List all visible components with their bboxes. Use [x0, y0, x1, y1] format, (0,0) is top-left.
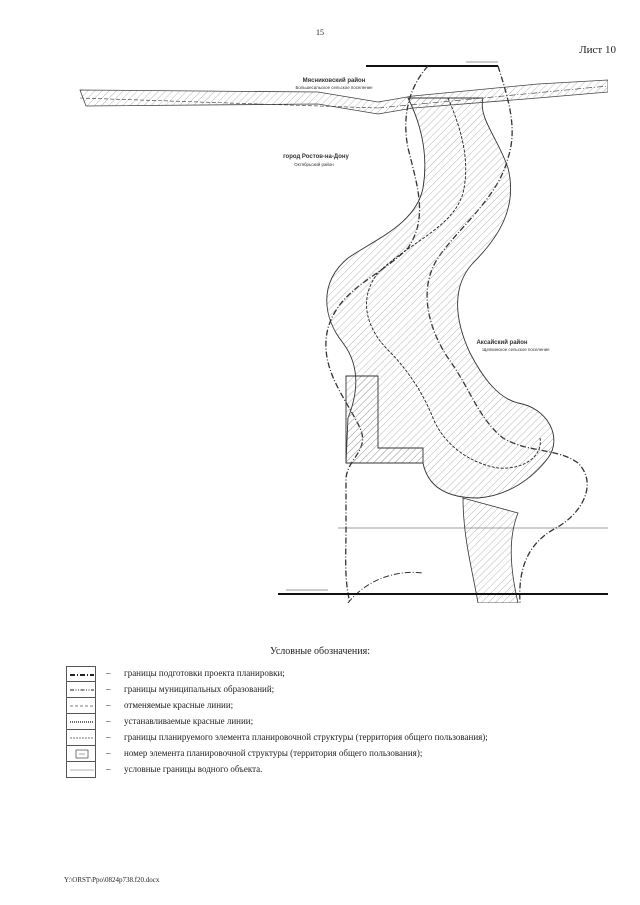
planning-area	[326, 97, 555, 499]
sheet-label: Лист 10	[579, 44, 616, 56]
road-dashed-line	[79, 97, 379, 109]
legend-text-established-red-lines: устанавливаемые красные линии;	[124, 716, 254, 726]
legend-symbol-element-number	[66, 746, 96, 762]
label-myasnikovsky-district: Мясниковский район	[303, 77, 366, 84]
label-rostov-city: город Ростов-на-Дону	[283, 154, 349, 160]
legend-symbol-planned-element-boundary	[66, 730, 96, 746]
footer-file-path: Y:\ORST\Ppo\0824p738.f20.docx	[64, 876, 160, 884]
legend-title: Условные обозначения:	[269, 646, 370, 657]
legend-text-cancelled-red-lines: отменяемые красные линии;	[124, 700, 234, 710]
lower-left-arc	[347, 571, 424, 603]
legend-dash: –	[106, 716, 111, 726]
legend-dash: –	[106, 684, 111, 694]
legend-dash: –	[106, 764, 111, 774]
legend-symbol-established-red-lines	[66, 714, 96, 730]
legend-dash: –	[106, 732, 111, 742]
legend-symbol-municipal-boundary	[66, 682, 96, 698]
legend-text-water-boundary: условные границы водного объекта.	[124, 764, 263, 774]
river-centerline	[366, 97, 541, 469]
legend-symbol-water-boundary	[66, 762, 96, 778]
legend-dash: –	[106, 700, 111, 710]
legend-dash: –	[106, 748, 111, 758]
page-number: 15	[316, 28, 324, 37]
label-oktyabrsky-district: Октябрьский район	[294, 162, 334, 167]
legend-symbol-cancelled-red-lines	[66, 698, 96, 714]
legend-text-planned-element-boundary: границы планируемого элемента планировоч…	[124, 732, 488, 742]
planning-map: Мясниковский район Большесальское сельск…	[79, 61, 608, 603]
label-bolshesalskoe: Большесальское сельское поселение	[295, 85, 373, 90]
label-aksaysky-district: Аксайский район	[476, 339, 527, 346]
legend-text-planning-boundary: границы подготовки проекта планировки;	[124, 668, 285, 678]
road-strip	[79, 79, 608, 115]
legend-dash: –	[106, 668, 111, 678]
legend-text-municipal-boundary: границы муниципальных образований;	[124, 684, 275, 694]
legend-symbol-planning-boundary	[66, 666, 96, 682]
label-shchepkinskoe: Щепкинское сельское поселение	[482, 347, 550, 352]
planning-boundary	[325, 65, 429, 603]
lower-corridor	[462, 497, 519, 603]
legend-text-element-number: номер элемента планировочной структуры (…	[124, 748, 423, 758]
planning-block	[345, 375, 424, 464]
